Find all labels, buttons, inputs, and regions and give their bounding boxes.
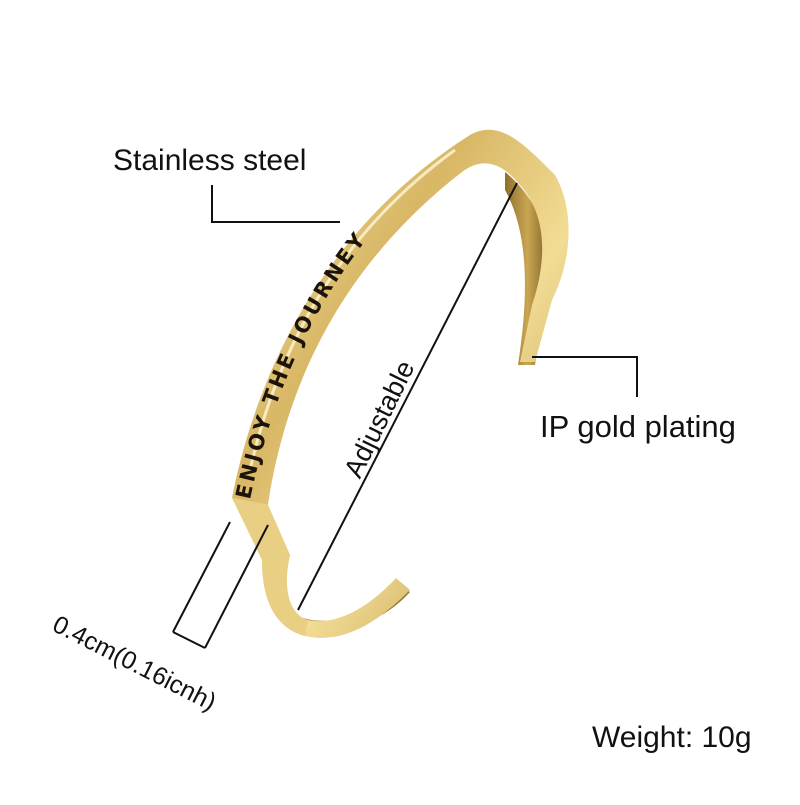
adjustable-dimension-line [297, 182, 518, 611]
width-dimension-tick [172, 631, 206, 649]
material-label: Stainless steel [113, 144, 307, 177]
bracelet-front-segment [232, 498, 308, 636]
bracelet-highlight [248, 148, 456, 471]
width-dimension-line-left [172, 521, 231, 633]
width-dimension-line-right [204, 524, 269, 649]
weight-label: Weight: 10g [592, 721, 752, 754]
finish-label: IP gold plating [540, 409, 736, 444]
callout-line-finish [532, 356, 638, 397]
callout-line-material [211, 185, 340, 223]
